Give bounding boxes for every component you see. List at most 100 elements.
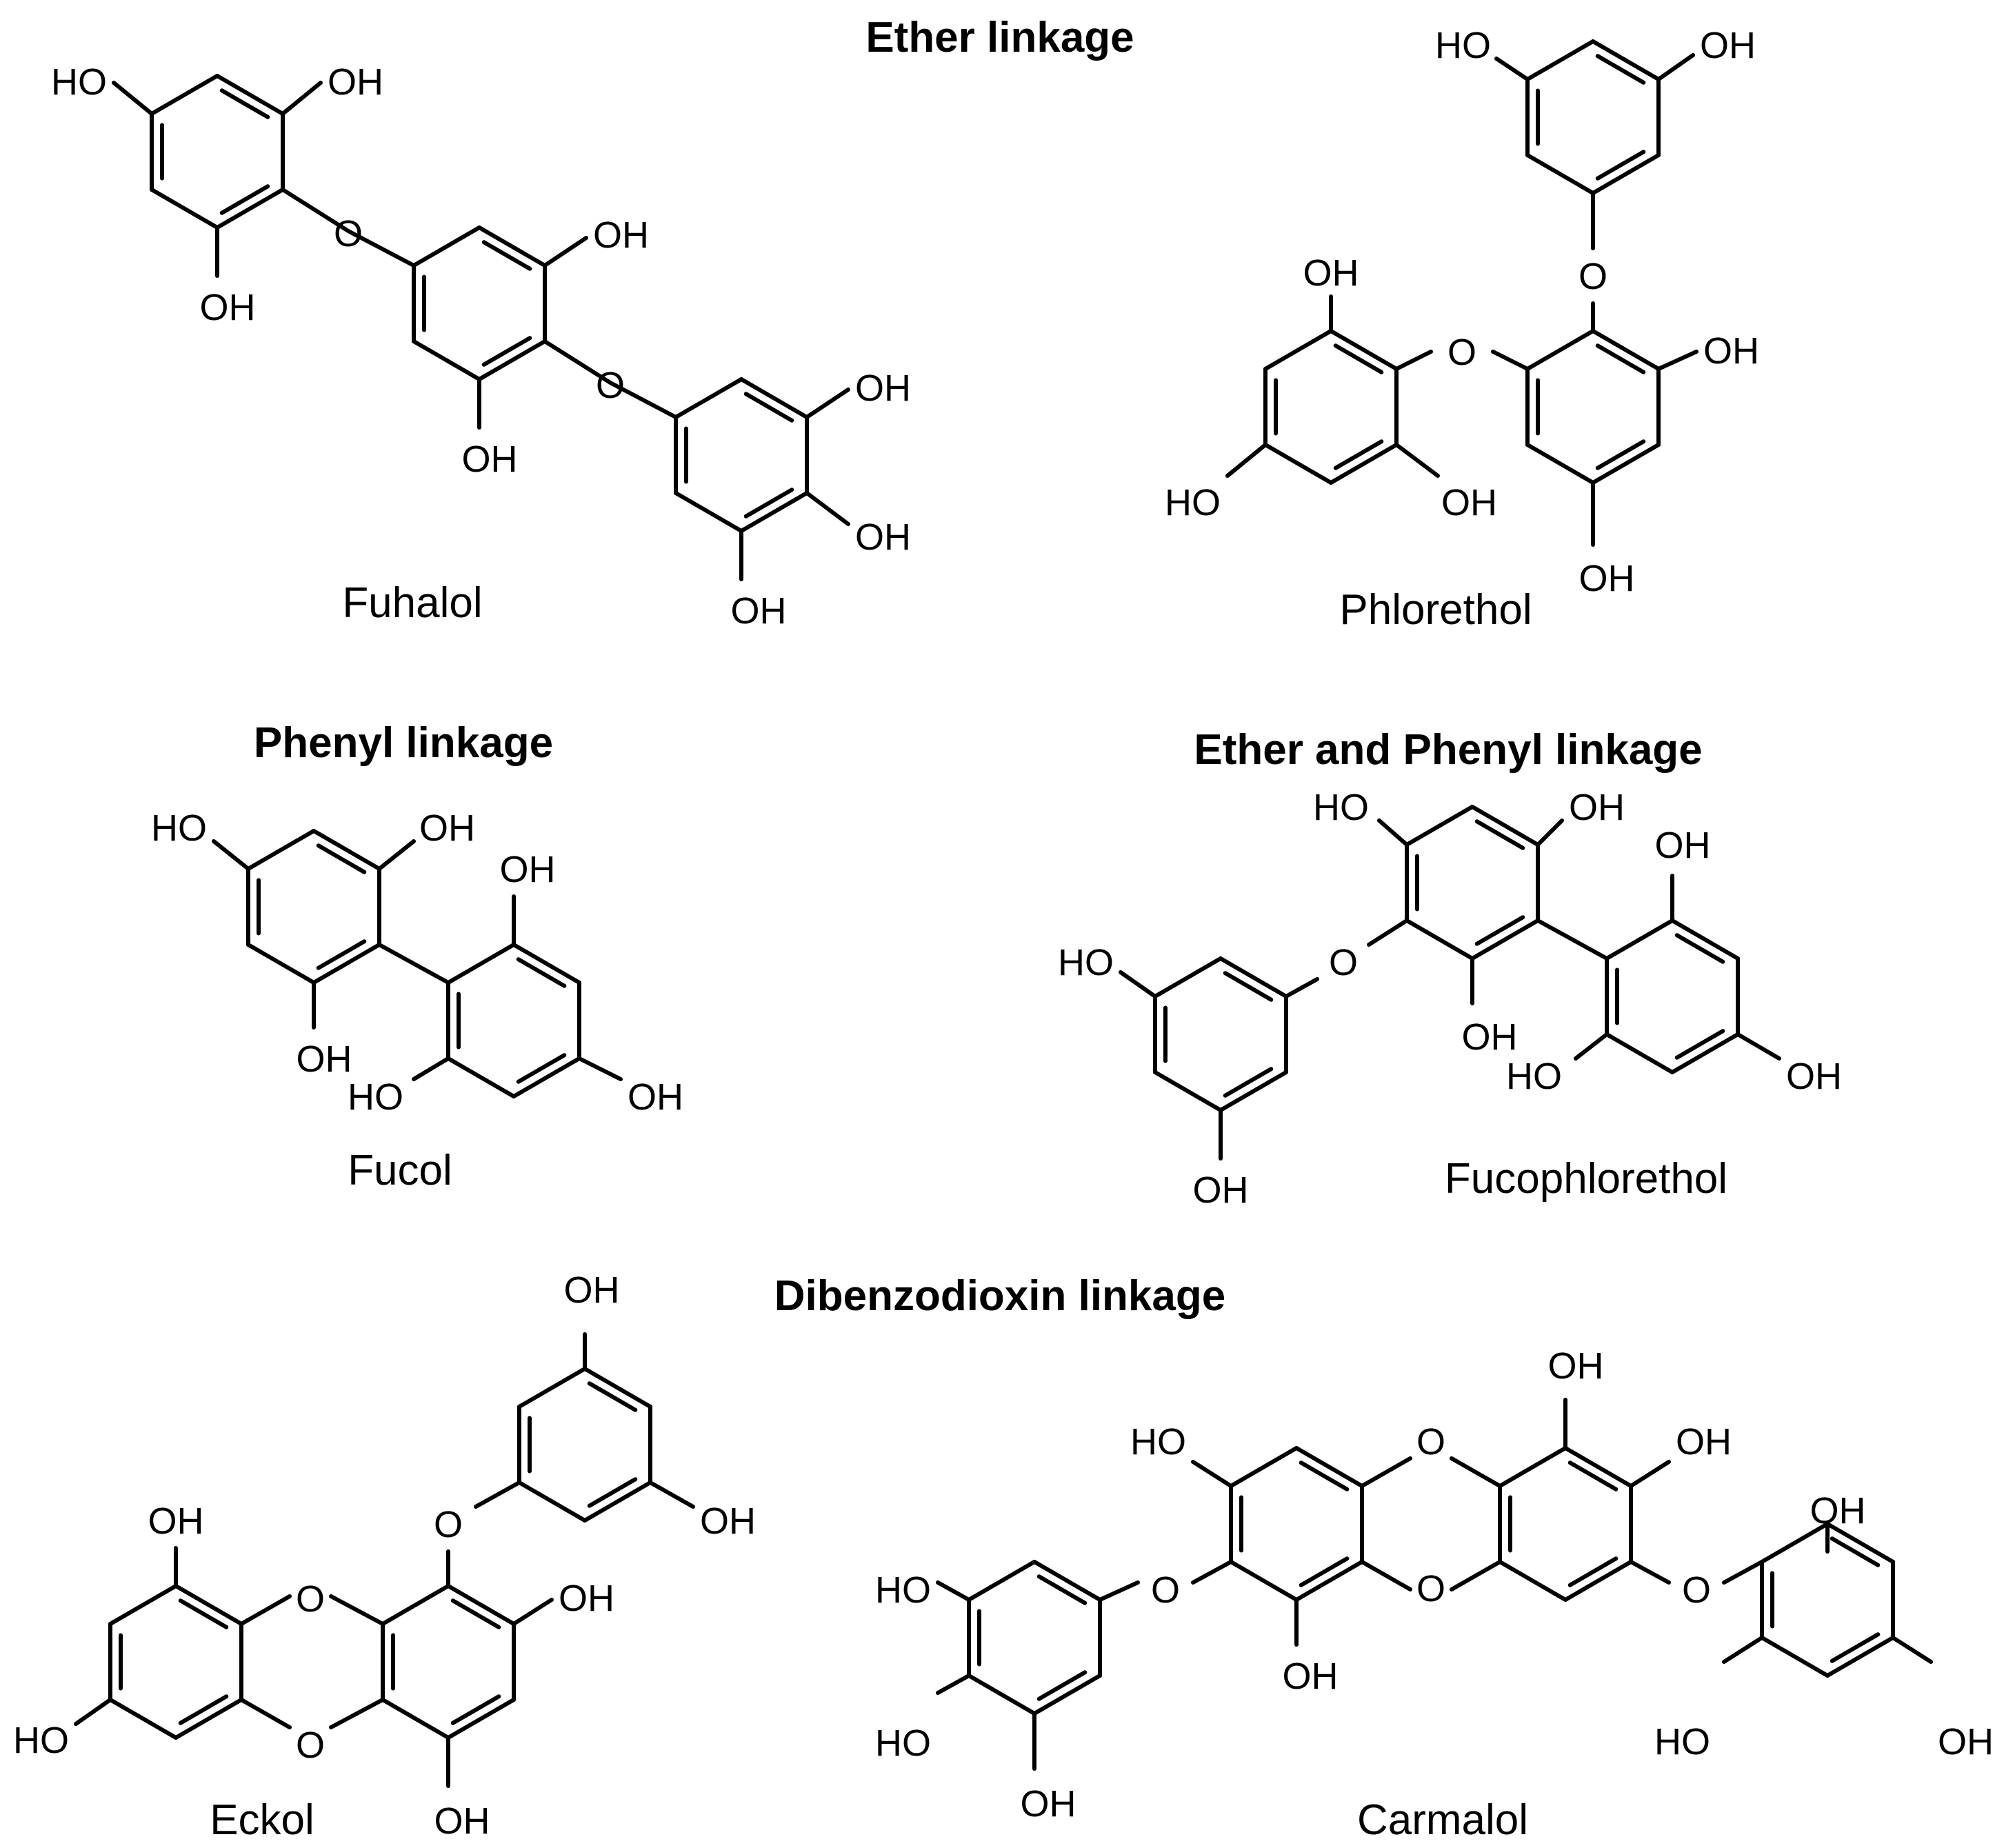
bond-76 [1225, 443, 1267, 478]
bond-192 [1567, 1556, 1619, 1587]
hydroxyl-label-31: OH [1655, 825, 1711, 866]
hydroxyl-label-54: OH [1810, 1490, 1866, 1531]
hydroxyl-label-21: OH [297, 1038, 352, 1080]
bond-214 [967, 1674, 1036, 1716]
bond-18 [739, 377, 809, 419]
hydroxyl-label-40: HO [13, 1720, 69, 1761]
bond-56 [1595, 439, 1646, 470]
bond-172 [108, 1584, 178, 1626]
bond-55 [1591, 443, 1661, 485]
bond-196 [1498, 1446, 1567, 1488]
compound-name-fucol: Fucol [348, 1147, 452, 1194]
hydroxyl-label-11: OH [1700, 25, 1756, 66]
bond-177 [239, 1698, 292, 1729]
hydroxyl-label-37: OH [559, 1578, 614, 1619]
bond-127 [1536, 918, 1609, 961]
bond-101 [577, 1056, 623, 1081]
bond-107 [1153, 1070, 1223, 1112]
oxygen-atom-label-43: O [1416, 1421, 1445, 1463]
bond-80 [312, 943, 381, 985]
oxygen-atom-label-2: O [334, 213, 363, 254]
bond-143 [583, 1480, 652, 1523]
bond-39 [1591, 39, 1661, 81]
hydroxyl-label-1: HO [51, 61, 107, 103]
bond-53 [1595, 343, 1646, 374]
hydroxyl-label-14: OH [1579, 558, 1635, 599]
bond-47 [1525, 39, 1595, 81]
bond-87 [212, 839, 250, 871]
hydroxyl-label-3: OH [200, 287, 256, 328]
bond-113 [1284, 977, 1319, 998]
bond-161 [381, 1584, 450, 1626]
bond-153 [446, 1584, 516, 1626]
bond-221 [1825, 1522, 1895, 1564]
bond-28 [112, 81, 154, 116]
hydroxyl-label-10: HO [1435, 25, 1491, 66]
bond-85 [246, 829, 316, 871]
hydroxyl-label-23: HO [348, 1076, 403, 1118]
bond-98 [446, 943, 516, 985]
compound-name-fuhalol: Fuhalol [342, 579, 482, 627]
compound-name-eckol: Eckol [210, 1796, 314, 1844]
bond-151 [474, 1480, 521, 1509]
bond-133 [1605, 1032, 1674, 1074]
bond-179 [1294, 1446, 1364, 1488]
bond-207 [1629, 1560, 1671, 1585]
bond-180 [1299, 1460, 1350, 1492]
bond-9 [477, 225, 547, 268]
hydroxyl-label-55: HO [1654, 1721, 1710, 1762]
bond-218 [936, 1580, 971, 1602]
bond-23 [674, 491, 743, 533]
compound-name-fucophlorethol: Fucophlorethol [1445, 1155, 1727, 1203]
bond-144 [587, 1477, 638, 1508]
bond-219 [936, 1674, 971, 1695]
bond-77 [312, 829, 381, 871]
hydroxyl-label-34: OH [564, 1269, 620, 1311]
compound-name-carmalol: Carmalol [1357, 1796, 1528, 1844]
bond-131 [1670, 1032, 1740, 1074]
bond-120 [1405, 918, 1474, 961]
oxygen-atom-label-27: O [1329, 942, 1358, 983]
bond-75 [1394, 443, 1440, 478]
bond-175 [239, 1594, 292, 1626]
bond-81 [316, 939, 367, 970]
bond-123 [1405, 805, 1474, 847]
bond-208 [1722, 1560, 1764, 1585]
oxygen-atom-label-15: O [1447, 332, 1476, 373]
bond-156 [446, 1698, 516, 1740]
hydroxyl-label-51: HO [875, 1569, 931, 1611]
bond-193 [1498, 1560, 1567, 1602]
bond-48 [1494, 57, 1530, 81]
bond-204 [1098, 1580, 1140, 1602]
bond-139 [1736, 1032, 1781, 1061]
bond-1 [219, 88, 270, 119]
bond-44 [1525, 153, 1595, 195]
bond-40 [1595, 54, 1646, 85]
bond-178 [329, 1698, 385, 1729]
bond-95 [446, 1056, 516, 1098]
bond-141 [587, 1381, 638, 1412]
bond-168 [178, 1694, 229, 1725]
bond-78 [316, 843, 367, 874]
bond-17 [412, 225, 481, 268]
bond-36 [805, 388, 850, 419]
section-title-phenyl: Phenyl linkage [254, 719, 553, 767]
bond-57 [1525, 443, 1595, 485]
bond-212 [1032, 1674, 1102, 1716]
bonds-layer [74, 39, 1933, 1788]
bond-200 [1450, 1560, 1502, 1591]
oxygen-atom-label-41: O [296, 1578, 325, 1620]
bond-148 [517, 1367, 587, 1409]
bond-183 [1299, 1556, 1350, 1587]
bond-61 [1656, 350, 1699, 371]
oxygen-atom-label-5: O [596, 365, 625, 406]
bond-4 [219, 184, 270, 215]
oxygen-atom-label-44: O [1416, 1568, 1445, 1609]
hydroxyl-label-8: OH [855, 516, 911, 558]
hydroxyl-label-52: HO [875, 1723, 931, 1764]
hydroxyl-label-28: HO [1313, 787, 1369, 828]
bond-229 [1760, 1522, 1830, 1564]
bond-128 [1670, 918, 1740, 961]
bond-63 [1491, 350, 1530, 371]
